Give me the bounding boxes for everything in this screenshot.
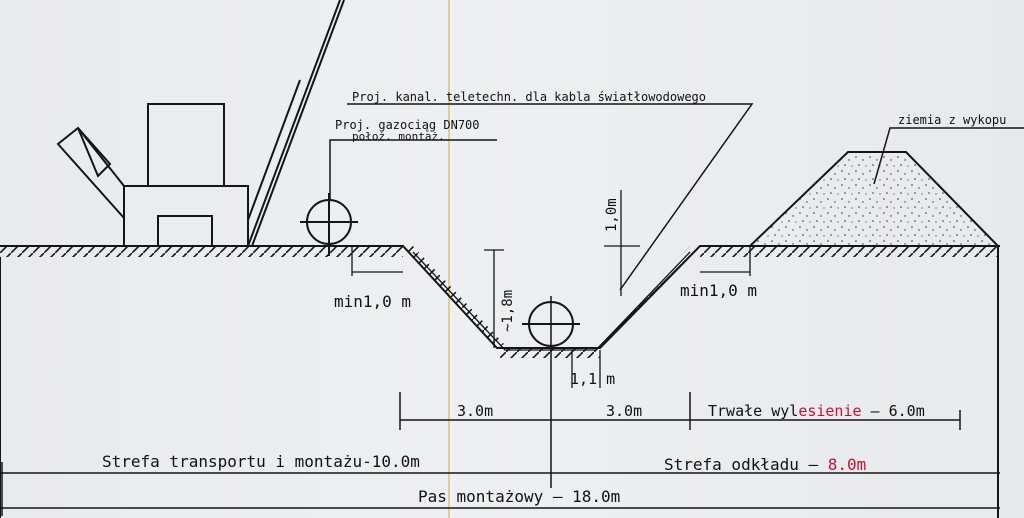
gas-pipeline-label: Proj. gazociąg DN700 — [335, 118, 480, 132]
depth-trench-label: ~1,8m — [500, 290, 516, 332]
trench-bottom-hatch — [500, 349, 600, 358]
ground-hatch-right — [700, 247, 998, 257]
ground-hatch-left — [0, 247, 403, 257]
spoil-heap — [747, 151, 1001, 247]
min-distance-left-label: min1,0 m — [334, 292, 411, 311]
min-distance-right-label: min1,0 m — [680, 281, 757, 300]
deforestation-label: Trwałe wylesienie – 6.0m — [708, 402, 925, 420]
bottom-width-dimension — [571, 350, 601, 388]
min-distance-markers — [351, 246, 751, 276]
dim-right-label: 3.0m — [606, 402, 642, 420]
ground-profile — [0, 245, 1000, 518]
transport-zone-label: Strefa transportu i montażu-10.0m — [102, 452, 420, 471]
gas-leader — [329, 139, 497, 200]
deforestation-prefix: Trwałe wyl — [708, 402, 798, 420]
pipe-cross-section-icon — [300, 193, 358, 256]
depth-telecom-label: 1,0m — [604, 198, 620, 232]
dim-left-label: 3.0m — [457, 402, 493, 420]
storage-zone-value: 8.0m — [828, 455, 867, 474]
storage-zone-label: Strefa odkładu – 8.0m — [664, 455, 866, 474]
bottom-width-label: 1,1 m — [570, 370, 615, 388]
telecom-duct-label: Proj. kanal. teletechn. dla kabla światł… — [352, 90, 706, 104]
depth-trench-dimension — [484, 249, 504, 348]
deforestation-value: 6.0m — [889, 402, 925, 420]
telecom-leader — [347, 103, 754, 291]
dimension-lines — [0, 296, 1000, 516]
storage-zone-text: Strefa odkładu – — [664, 455, 828, 474]
spoil-leader — [873, 127, 1024, 185]
deforestation-mid: esienie — [798, 402, 861, 420]
pipelayer-crane-icon — [56, 0, 345, 247]
total-strip-label: Pas montażowy – 18.0m — [418, 487, 620, 506]
spoil-heap-label: ziemia z wykopu — [898, 113, 1006, 127]
deforestation-dash: – — [862, 402, 889, 420]
depth-telecom-dimension — [604, 190, 640, 296]
assembly-position-label: położ. montaż. — [352, 130, 445, 143]
